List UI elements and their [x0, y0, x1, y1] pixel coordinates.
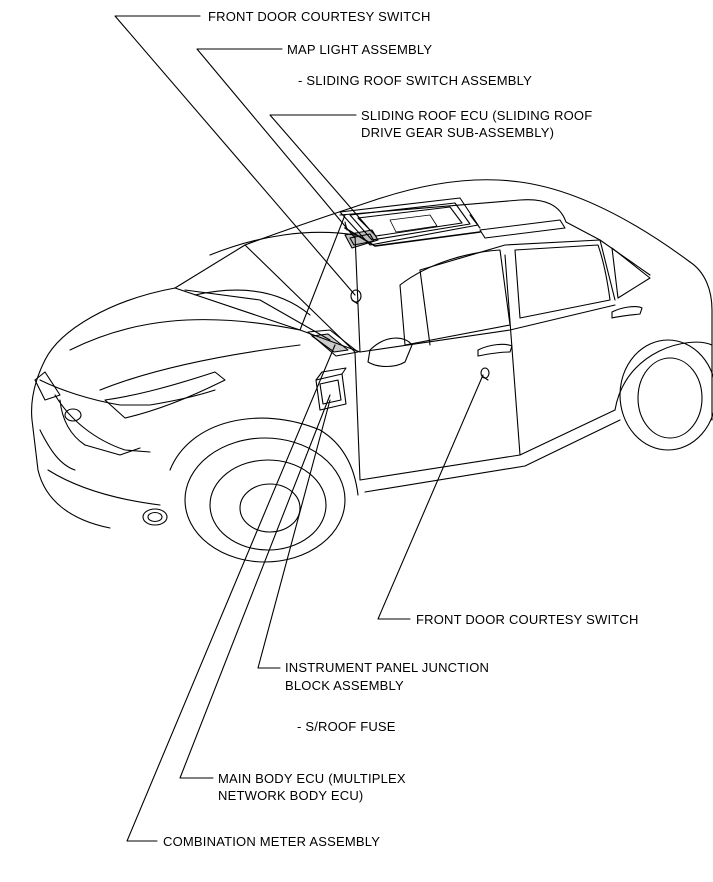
label-combination-meter-assembly: COMBINATION METER ASSEMBLY — [163, 834, 381, 849]
leader-main-body-ecu — [179, 394, 331, 779]
component-front-door-courtesy-switch-right — [480, 367, 490, 381]
label-sliding-roof-ecu-line2: DRIVE GEAR SUB-ASSEMBLY) — [361, 125, 555, 140]
leader-sliding-roof-ecu — [269, 114, 371, 231]
leader-front-door-courtesy-switch-right — [377, 374, 484, 620]
label-map-light-assembly: MAP LIGHT ASSEMBLY — [287, 42, 433, 57]
car-body — [31, 179, 713, 563]
sunroof-assembly — [339, 197, 566, 247]
label-front-door-courtesy-switch-right: FRONT DOOR COURTESY SWITCH — [416, 612, 639, 627]
label-front-door-courtesy-switch-top: FRONT DOOR COURTESY SWITCH — [208, 9, 431, 24]
label-main-body-ecu-line2: NETWORK BODY ECU) — [218, 788, 364, 803]
leader-map-light-assembly — [196, 48, 356, 239]
component-combination-meter — [307, 329, 359, 357]
label-main-body-ecu-line1: MAIN BODY ECU (MULTIPLEX — [218, 771, 406, 786]
leader-lines — [114, 15, 484, 842]
label-instrument-panel-jb-line1: INSTRUMENT PANEL JUNCTION — [285, 660, 490, 675]
component-front-door-courtesy-switch-left — [350, 289, 362, 305]
label-sliding-roof-switch-assembly: - SLIDING ROOF SWITCH ASSEMBLY — [298, 73, 533, 88]
label-instrument-panel-jb-line2: BLOCK ASSEMBLY — [285, 678, 404, 693]
label-sliding-roof-ecu-line1: SLIDING ROOF ECU (SLIDING ROOF — [361, 108, 593, 123]
leader-instrument-panel-jb — [257, 399, 331, 669]
leader-combination-meter — [126, 344, 336, 842]
component-map-light — [344, 229, 379, 249]
label-sroof-fuse: - S/ROOF FUSE — [297, 719, 396, 734]
leader-front-door-courtesy-switch-top — [114, 15, 356, 296]
component-main-body-ecu — [315, 367, 347, 411]
